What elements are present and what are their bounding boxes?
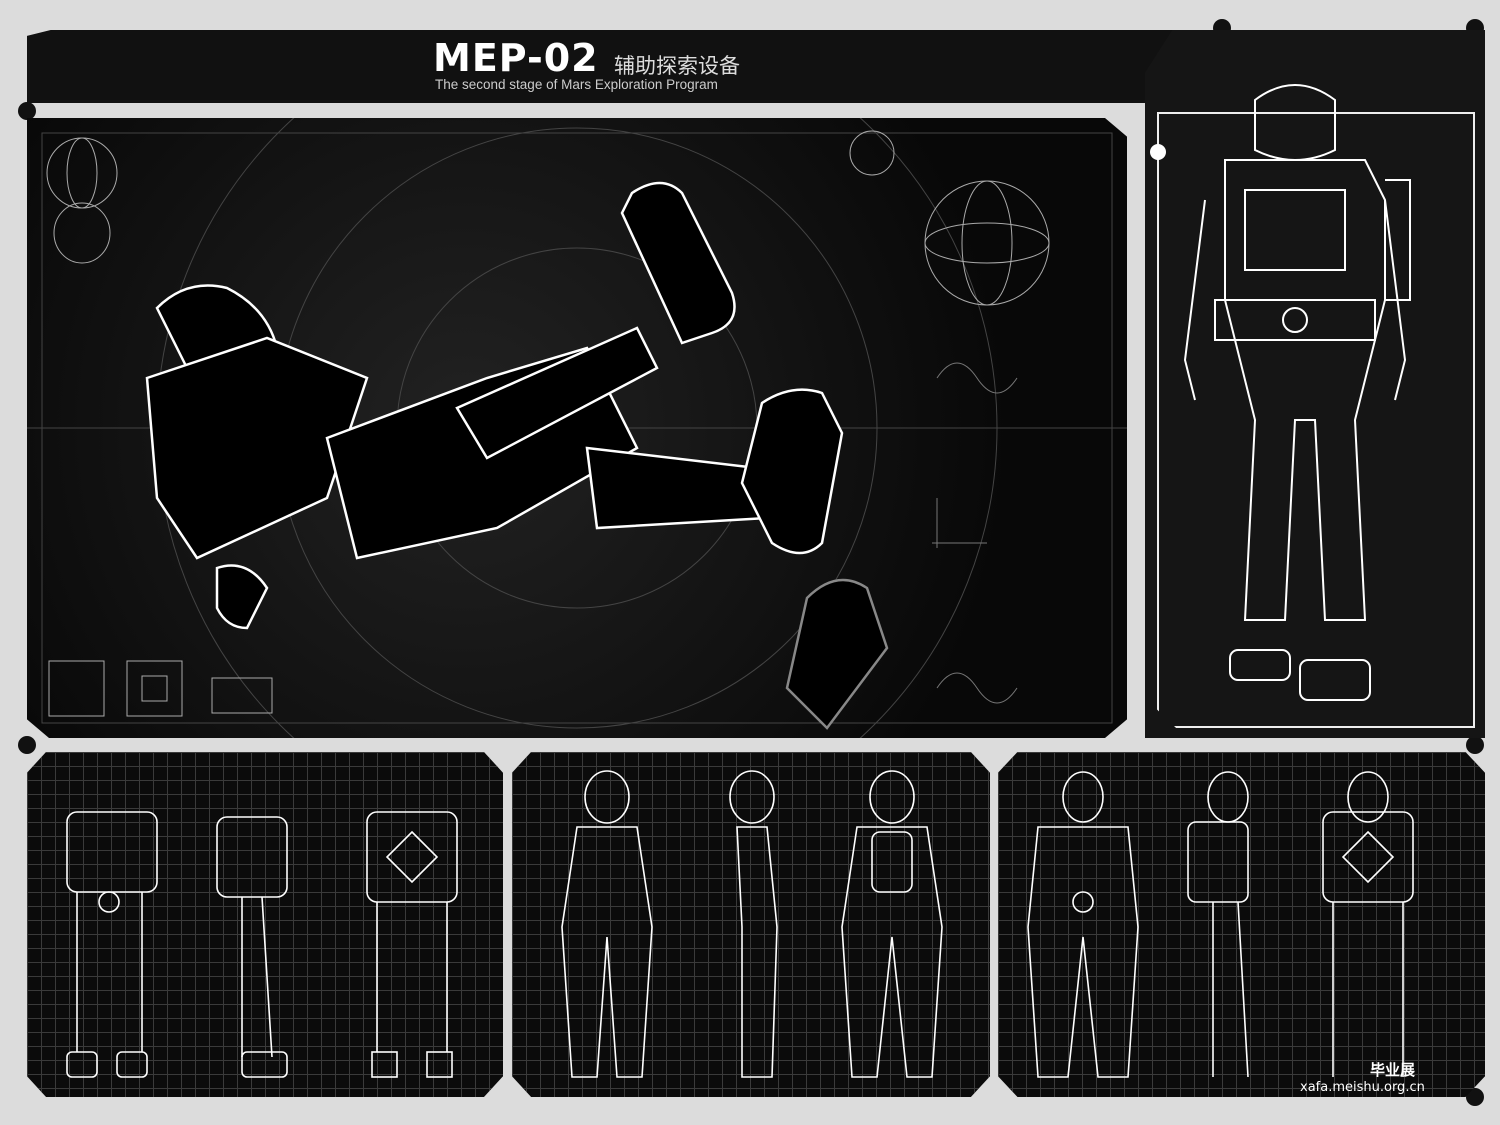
main-illustration-panel [27,118,1127,738]
floating-astronaut-illustration [27,118,1127,738]
decor-dot [1150,144,1166,160]
front-view-panel [1145,30,1485,738]
suit-three-views [561,770,943,1078]
page-title-cn: 辅助探索设备 [614,54,740,78]
decor-dot [18,102,36,120]
exoskeleton-three-views [66,811,458,1078]
full-assembly-views-panel [998,752,1485,1097]
watermark-url: xafa.meishu.org.cn [1300,1080,1425,1095]
page-title: MEP-02 [433,36,599,80]
decor-dot [18,736,36,754]
decor-dot [1466,736,1484,754]
watermark: 毕业展 xafa.meishu.org.cn [1300,1062,1425,1096]
decor-dot [1466,1088,1484,1106]
exoskeleton-views-panel [27,752,503,1097]
suit-views-panel [512,752,990,1097]
full-assembly-three-views [1027,771,1414,1078]
astronaut-front-view [1183,84,1411,701]
panel-frame [1157,112,1475,728]
watermark-label: 毕业展 [1370,1061,1416,1079]
page-subtitle: The second stage of Mars Exploration Pro… [435,77,718,92]
header-bar: MEP-02 辅助探索设备 The second stage of Mars E… [27,30,1210,103]
